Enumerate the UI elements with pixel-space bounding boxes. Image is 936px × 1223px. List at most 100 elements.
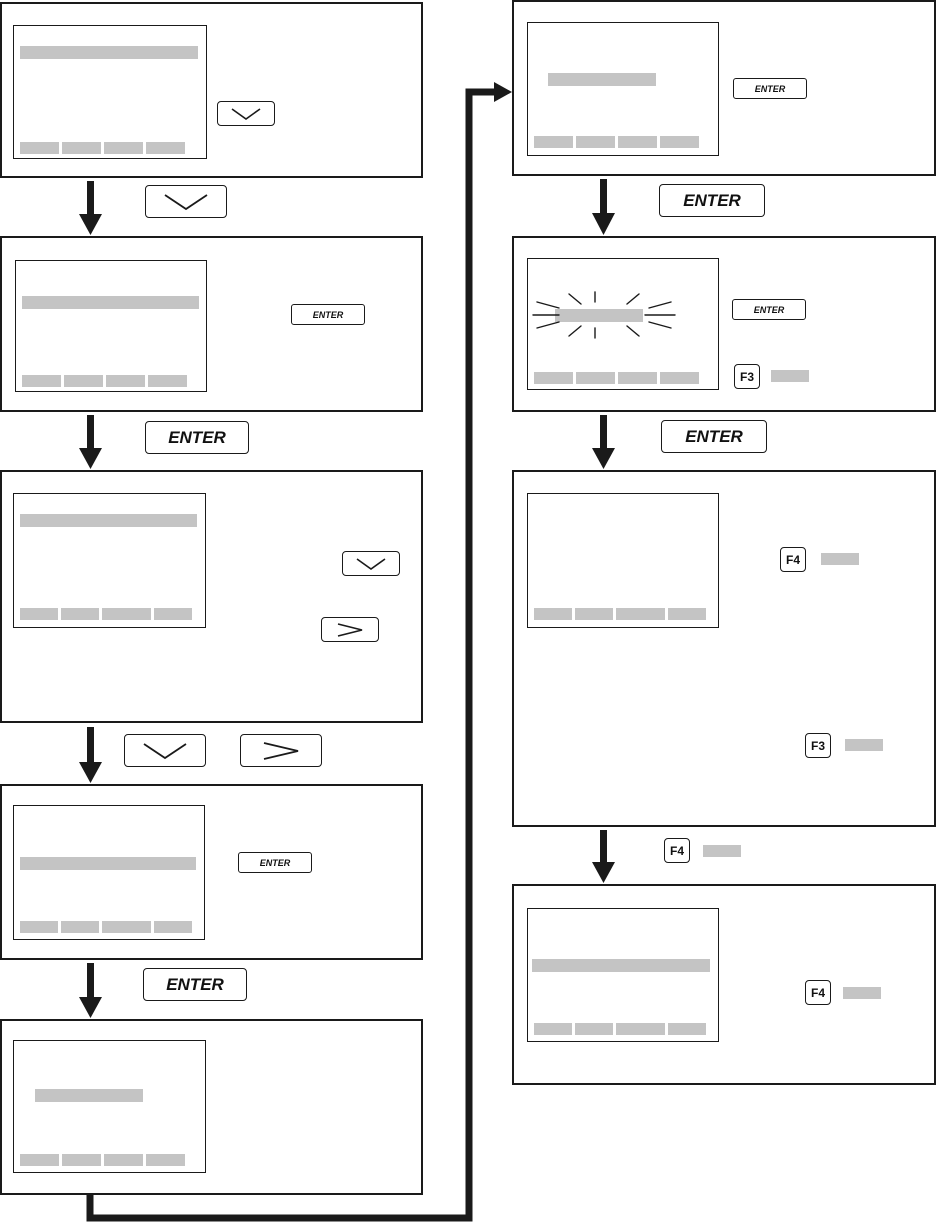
- display-screen: [527, 493, 719, 628]
- arrow-down-icon: [79, 415, 102, 469]
- softkey-label-1: [20, 608, 58, 620]
- display-screen: [527, 908, 719, 1042]
- highlighted-menu-line: [20, 857, 196, 870]
- highlighted-menu-line: [22, 296, 199, 309]
- enter-key[interactable]: ENTER: [732, 299, 806, 320]
- step-5-panel: [0, 1019, 423, 1195]
- right-key[interactable]: [321, 617, 379, 642]
- softkey-label-3: [618, 136, 657, 148]
- down-key[interactable]: [217, 101, 275, 126]
- highlighted-menu-line: [548, 73, 656, 86]
- softkey-label-2: [61, 921, 99, 933]
- softkey-label-2: [576, 372, 615, 384]
- f3-softkey-label: [771, 370, 809, 382]
- chevron-down-icon: [231, 107, 261, 120]
- down-key[interactable]: [342, 551, 400, 576]
- softkey-label-3: [616, 1023, 665, 1035]
- softkey-label-1: [20, 142, 59, 154]
- softkey-label-1: [534, 136, 573, 148]
- enter-key[interactable]: ENTER: [145, 421, 249, 454]
- connector-arrow: [86, 82, 512, 1222]
- softkey-label-3: [616, 608, 665, 620]
- step-8-panel: F4 F3: [512, 470, 936, 827]
- display-screen: [13, 805, 205, 940]
- softkey-label-1: [534, 608, 572, 620]
- f4-key[interactable]: F4: [780, 547, 806, 572]
- softkey-label-4: [660, 372, 699, 384]
- softkey-label-1: [534, 1023, 572, 1035]
- display-screen: [527, 258, 719, 390]
- softkey-label-3: [104, 1154, 143, 1166]
- softkey-label-4: [668, 1023, 706, 1035]
- highlighted-menu-line: [35, 1089, 143, 1102]
- softkey-label-3: [618, 372, 657, 384]
- f4-softkey-label: [703, 845, 741, 857]
- softkey-label-4: [660, 136, 699, 148]
- display-screen: [13, 1040, 206, 1173]
- f3-key[interactable]: F3: [734, 364, 760, 389]
- chevron-down-icon: [143, 742, 187, 759]
- step-4-panel: ENTER: [0, 784, 423, 960]
- f4-key[interactable]: F4: [664, 838, 690, 863]
- arrow-down-icon: [79, 963, 102, 1018]
- softkey-label-4: [154, 921, 192, 933]
- enter-key[interactable]: ENTER: [238, 852, 312, 873]
- f4-softkey-label: [821, 553, 859, 565]
- arrow-down-icon: [592, 179, 615, 235]
- softkey-label-4: [668, 608, 706, 620]
- arrow-down-icon: [592, 830, 615, 883]
- softkey-label-2: [575, 608, 613, 620]
- highlighted-menu-line: [532, 959, 710, 972]
- enter-key[interactable]: ENTER: [733, 78, 807, 99]
- right-key[interactable]: [240, 734, 322, 767]
- display-screen: [13, 25, 207, 159]
- softkey-label-2: [64, 375, 103, 387]
- softkey-label-2: [576, 136, 615, 148]
- softkey-label-3: [106, 375, 145, 387]
- chevron-right-icon: [263, 741, 299, 760]
- step-6-panel: ENTER: [512, 0, 936, 176]
- softkey-label-3: [104, 142, 143, 154]
- arrow-down-icon: [79, 727, 102, 783]
- f4-softkey-label: [843, 987, 881, 999]
- down-key[interactable]: [145, 185, 227, 218]
- softkey-label-2: [62, 142, 101, 154]
- chevron-right-icon: [337, 622, 363, 637]
- softkey-label-1: [20, 921, 58, 933]
- softkey-label-4: [148, 375, 187, 387]
- down-key[interactable]: [124, 734, 206, 767]
- softkey-label-1: [20, 1154, 59, 1166]
- chevron-down-icon: [164, 193, 208, 210]
- f3-key[interactable]: F3: [805, 733, 831, 758]
- f4-key[interactable]: F4: [805, 980, 831, 1005]
- softkey-label-4: [146, 1154, 185, 1166]
- highlighted-menu-line: [20, 46, 198, 59]
- enter-key[interactable]: ENTER: [291, 304, 365, 325]
- step-7-panel: ENTER F3: [512, 236, 936, 412]
- softkey-label-1: [22, 375, 61, 387]
- softkey-label-3: [102, 921, 151, 933]
- arrow-down-icon: [79, 181, 102, 235]
- softkey-label-4: [146, 142, 185, 154]
- step-1-panel: [0, 2, 423, 178]
- softkey-label-1: [534, 372, 573, 384]
- softkey-label-3: [102, 608, 151, 620]
- softkey-label-2: [575, 1023, 613, 1035]
- display-screen: [15, 260, 207, 392]
- softkey-label-2: [61, 608, 99, 620]
- enter-key[interactable]: ENTER: [661, 420, 767, 453]
- step-2-panel: ENTER: [0, 236, 423, 412]
- enter-key[interactable]: ENTER: [659, 184, 765, 217]
- step-9-panel: F4: [512, 884, 936, 1085]
- blinking-value-field: [555, 309, 643, 322]
- arrow-down-icon: [592, 415, 615, 469]
- softkey-label-4: [154, 608, 192, 620]
- display-screen: [527, 22, 719, 156]
- display-screen: [13, 493, 206, 628]
- softkey-label-2: [62, 1154, 101, 1166]
- blink-rays-icon: [532, 291, 676, 339]
- enter-key[interactable]: ENTER: [143, 968, 247, 1001]
- chevron-down-icon: [356, 557, 386, 570]
- f3-softkey-label: [845, 739, 883, 751]
